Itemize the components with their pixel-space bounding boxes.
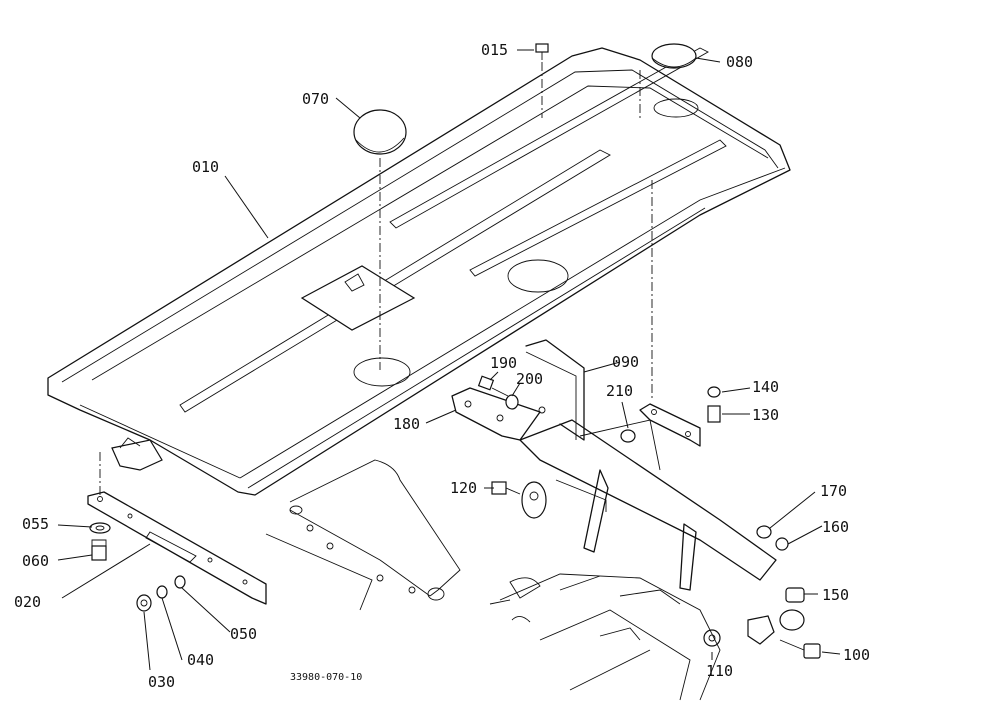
callout-200: 200 [516,370,543,388]
callout-170: 170 [820,482,847,500]
callout-100: 100 [843,646,870,664]
plate-130-140 [639,386,721,447]
callout-090: 090 [612,353,639,371]
washer-200 [505,394,519,410]
callout-150: 150 [822,586,849,604]
callout-190: 190 [490,354,517,372]
callout-180: 180 [393,415,420,433]
nut-030 [136,594,152,612]
floor-plate-010 [47,47,791,496]
washer-055 [89,522,111,534]
callout-020: 020 [14,593,41,611]
callout-055: 055 [22,515,49,533]
callout-110: 110 [706,662,733,680]
callout-040: 040 [187,651,214,669]
callout-015: 015 [481,41,508,59]
frame-rail [265,459,461,611]
plug-070 [353,109,407,155]
nut-210 [620,429,636,443]
callout-030: 030 [148,673,175,691]
leader-lines [57,49,841,671]
callout-080: 080 [726,53,753,71]
nut-110 [703,629,721,647]
drawing-number: 33980-070-10 [290,672,362,683]
washer-040 [156,585,168,599]
callout-140: 140 [752,378,779,396]
bracket-180 [451,387,546,441]
callout-160: 160 [822,518,849,536]
bracket-020 [87,491,267,605]
washer-050 [174,575,186,589]
fittings-150-160-170 [747,525,821,659]
bolt-060 [91,539,107,561]
callout-050: 050 [230,625,257,643]
callout-210: 210 [606,382,633,400]
callout-060: 060 [22,552,49,570]
chassis-frame [489,573,721,701]
callout-120: 120 [450,479,477,497]
callout-130: 130 [752,406,779,424]
bolt-015 [535,43,549,60]
bolt-120 [491,481,547,519]
bracket-090 [519,339,777,591]
callout-010: 010 [192,158,219,176]
plug-080 [651,43,697,69]
callout-070: 070 [302,90,329,108]
